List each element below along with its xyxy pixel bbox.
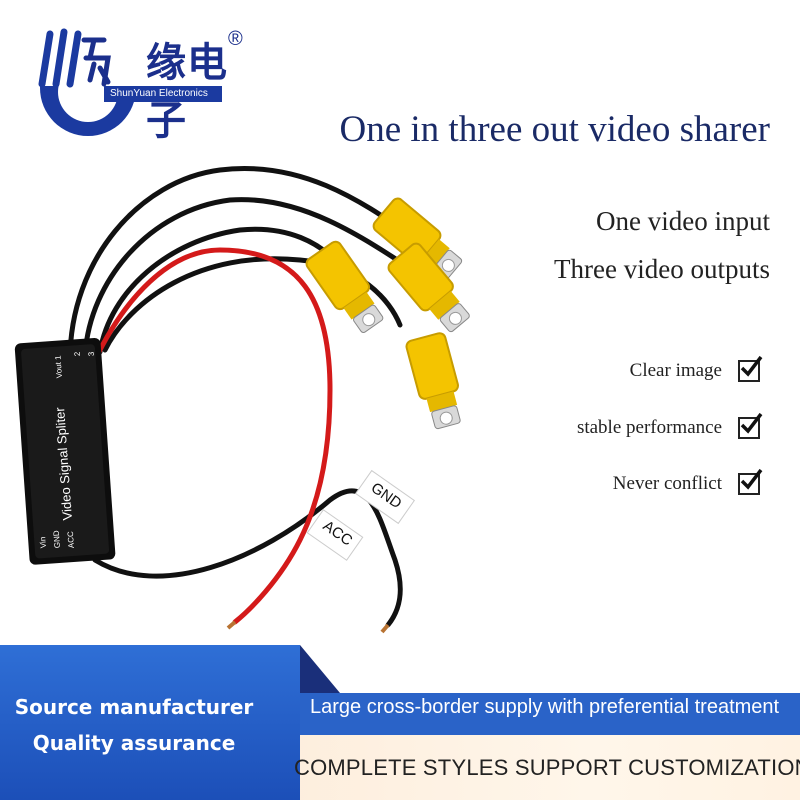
pin-acc: ACC — [66, 531, 76, 549]
banner-cream-panel — [280, 735, 800, 800]
banner-source-manufacturer: Source manufacturer — [14, 695, 254, 719]
banner-customization-text: COMPLETE STYLES SUPPORT CUSTOMIZATION — [294, 755, 800, 780]
banner-blue-stripe — [300, 693, 800, 735]
wire-black-4 — [102, 256, 403, 353]
wire-black-3 — [97, 226, 338, 355]
checklist-label: Clear image — [629, 360, 722, 381]
tag-gnd — [354, 469, 416, 525]
pin-vout1: Vout 1 — [53, 355, 64, 379]
rca-connector-4 — [405, 332, 461, 430]
pin-vout2: 2 — [73, 351, 82, 357]
registered-mark: ® — [228, 28, 243, 50]
bottom-banner: Source manufacturer Quality assurance La… — [0, 645, 800, 800]
checkbox-checked-icon — [738, 468, 763, 495]
headline: One in three out video sharer — [339, 109, 771, 150]
pin-gnd: GND — [52, 530, 62, 549]
feature-video-input: One video input — [596, 206, 770, 236]
checklist-label: stable performance — [576, 417, 722, 438]
hand-wave-logo-icon — [28, 28, 148, 136]
pin-vout3: 3 — [87, 351, 96, 357]
checkbox-checked-icon — [738, 355, 763, 382]
checklist-item: stable performance — [576, 412, 763, 439]
banner-quality-assurance: Quality assurance — [32, 731, 236, 755]
checklist-label: Never conflict — [612, 473, 722, 494]
rca-connector-2 — [387, 242, 470, 333]
checklist-item: Clear image — [629, 355, 763, 382]
banner-blue-panel — [0, 645, 300, 800]
checklist-item: Never conflict — [612, 468, 763, 495]
brand-name-cn: 缘电子 — [146, 40, 228, 144]
wire-black-1 — [67, 166, 413, 363]
pin-vin: Vin — [38, 536, 48, 548]
rca-connector-3 — [305, 240, 384, 333]
video-splitter-product-image: Video Signal Spliter Vin GND ACC Vout 1 … — [14, 166, 470, 634]
splitter-module — [14, 338, 116, 565]
brand-name-en: ShunYuan Electronics — [104, 86, 222, 102]
tag-acc — [306, 509, 364, 561]
feature-video-outputs: Three video outputs — [554, 254, 770, 284]
checkbox-checked-icon — [738, 412, 763, 439]
brand-logo: 缘电子 ® ShunYuan Electronics — [28, 28, 243, 144]
wire-black-gnd — [92, 488, 403, 628]
banner-supply-text: Large cross-border supply with preferent… — [310, 696, 780, 718]
wire-black-2 — [82, 197, 423, 358]
